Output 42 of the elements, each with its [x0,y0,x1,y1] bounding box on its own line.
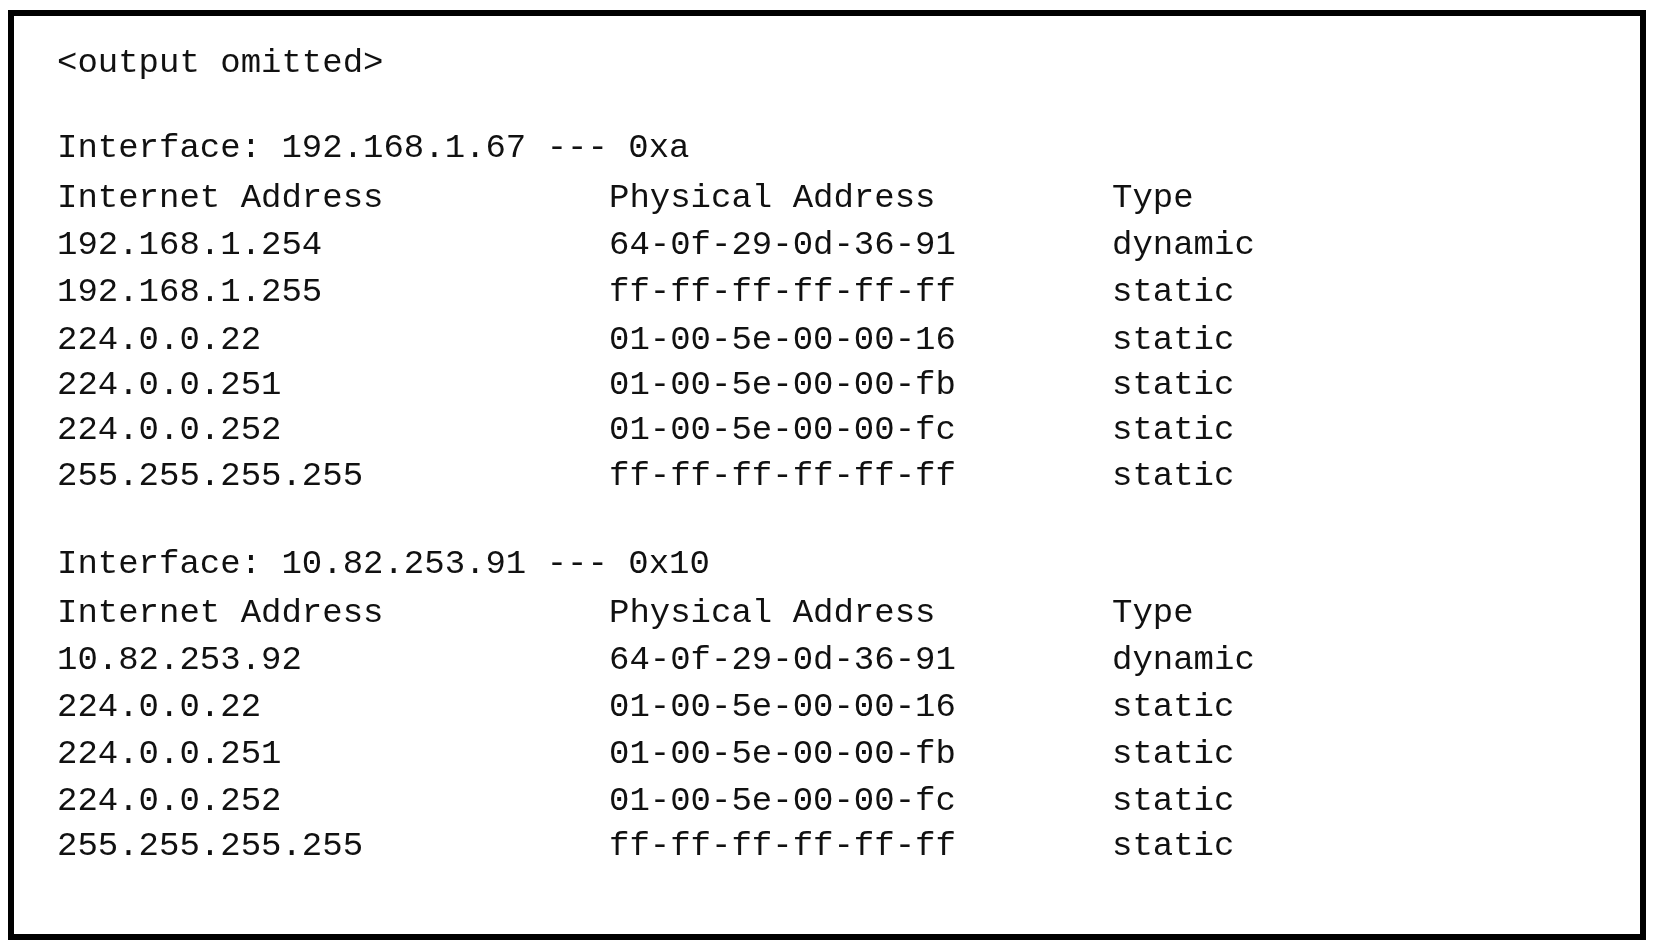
output-text: 224.0.0.251 [57,365,282,405]
output-text: static [1112,456,1235,496]
output-text: static [1112,826,1235,866]
output-text: <output omitted> [57,43,384,83]
output-text: dynamic [1112,225,1255,265]
output-text: Physical Address [609,593,936,633]
output-text: static [1112,365,1235,405]
output-text: 64-0f-29-0d-36-91 [609,225,956,265]
output-text: 64-0f-29-0d-36-91 [609,640,956,680]
output-text: 01-00-5e-00-00-16 [609,687,956,727]
output-text: static [1112,410,1235,450]
output-text: 10.82.253.92 [57,640,302,680]
output-text: static [1112,272,1235,312]
output-text: Type [1112,178,1194,218]
output-text: Interface: 10.82.253.91 --- 0x10 [57,544,710,584]
output-text: 192.168.1.254 [57,225,323,265]
output-text: 224.0.0.252 [57,781,282,821]
output-text: 224.0.0.251 [57,734,282,774]
output-text: 224.0.0.252 [57,410,282,450]
output-text: Internet Address [57,593,384,633]
output-text: dynamic [1112,640,1255,680]
output-text: ff-ff-ff-ff-ff-ff [609,456,956,496]
output-text: 01-00-5e-00-00-fb [609,365,956,405]
output-text: 255.255.255.255 [57,826,364,866]
output-text: static [1112,320,1235,360]
output-text: Physical Address [609,178,936,218]
output-text: 01-00-5e-00-00-16 [609,320,956,360]
output-text: 01-00-5e-00-00-fb [609,734,956,774]
output-text: 224.0.0.22 [57,687,262,727]
output-text: static [1112,734,1235,774]
output-text: Interface: 192.168.1.67 --- 0xa [57,128,690,168]
output-text: ff-ff-ff-ff-ff-ff [609,272,956,312]
output-text: 01-00-5e-00-00-fc [609,410,956,450]
output-text: static [1112,781,1235,821]
output-text: Type [1112,593,1194,633]
output-text: static [1112,687,1235,727]
output-text: 01-00-5e-00-00-fc [609,781,956,821]
output-text: Internet Address [57,178,384,218]
output-text: 224.0.0.22 [57,320,262,360]
output-text: 192.168.1.255 [57,272,323,312]
output-text: ff-ff-ff-ff-ff-ff [609,826,956,866]
output-text: 255.255.255.255 [57,456,364,496]
